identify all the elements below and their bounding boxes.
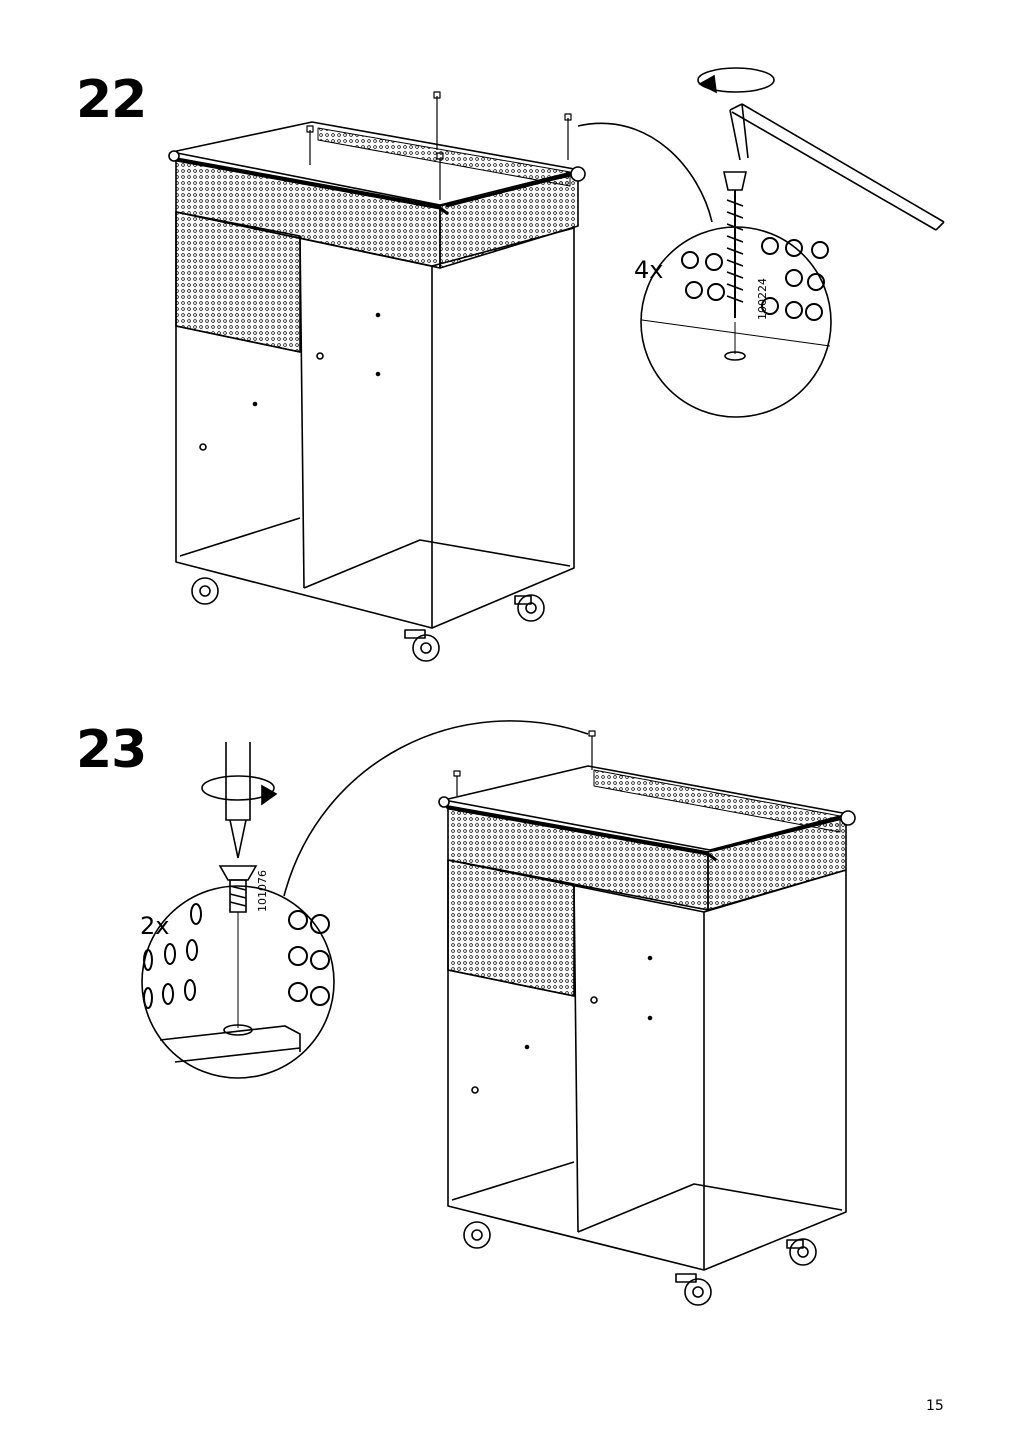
detail-bubble-step23 xyxy=(141,720,589,1079)
step-22-number: 22 xyxy=(76,70,147,130)
cart-step22 xyxy=(168,91,586,662)
wheel-23-a xyxy=(463,1221,491,1249)
wheel-22-b xyxy=(412,634,440,662)
wheel-23-b xyxy=(684,1278,712,1306)
detail-bubble-step22 xyxy=(577,67,945,418)
page-number: 15 xyxy=(926,1398,944,1414)
quantity-23-label: 2x xyxy=(140,912,169,940)
cart-step23 xyxy=(438,730,856,1306)
quantity-22-label: 4x xyxy=(634,256,663,284)
step-23-number: 23 xyxy=(76,720,147,780)
wheel-22-a xyxy=(191,577,219,605)
part-code-22: 100224 xyxy=(756,278,769,320)
part-code-23: 101076 xyxy=(256,870,269,912)
